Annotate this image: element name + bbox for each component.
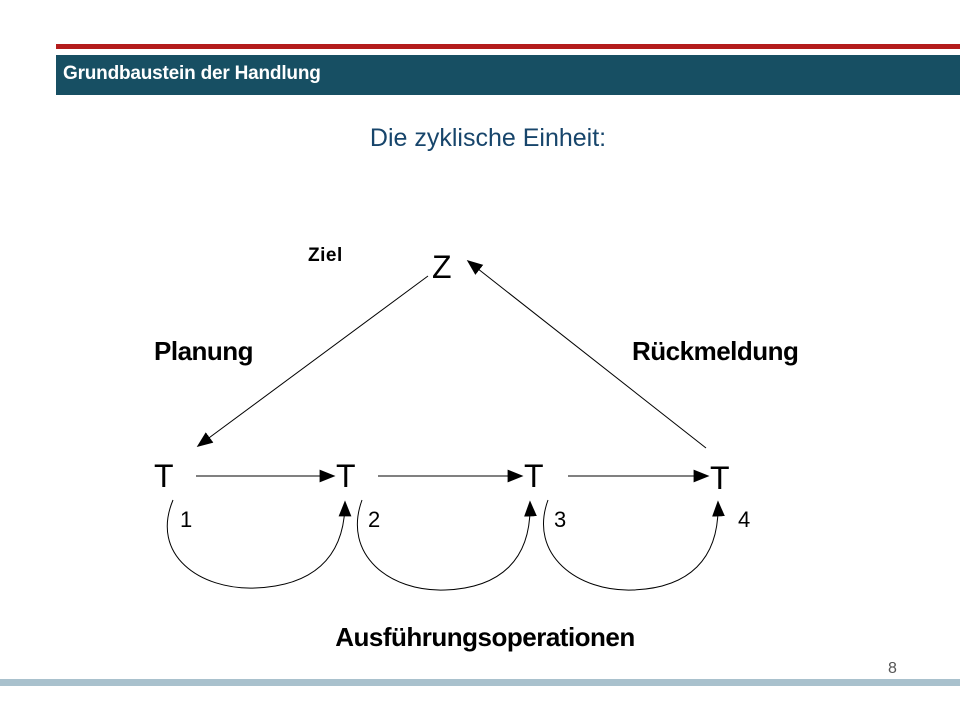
feedback-label: Rückmeldung [632,336,799,366]
task-index-3: 3 [554,507,567,532]
task-node-1: T [154,458,174,494]
planning-arrow [196,275,429,447]
operation-loop-3 [543,499,725,591]
header-accent-rule [56,44,960,49]
task-node-2: T [336,458,356,494]
footer-rule [0,679,960,686]
task-node-4: T [710,460,730,496]
goal-label: Ziel [308,245,343,266]
goal-node: Z [432,249,452,285]
operation-loop-2 [356,499,537,591]
slide-subtitle: Die zyklische Einheit: [369,124,607,152]
task-index-1: 1 [180,507,193,532]
execution-operations-label: Ausführungsoperationen [335,622,635,652]
task-index-4: 4 [738,507,751,532]
slide-section-title: Grundbaustein der Handlung [63,63,321,84]
task-node-3: T [524,458,544,494]
planning-label: Planung [154,336,254,366]
task-index-2: 2 [368,507,381,532]
feedback-arrow [466,260,707,449]
operation-loop-1 [166,499,352,589]
header-bar [56,55,960,95]
page-number: 8 [888,660,897,677]
